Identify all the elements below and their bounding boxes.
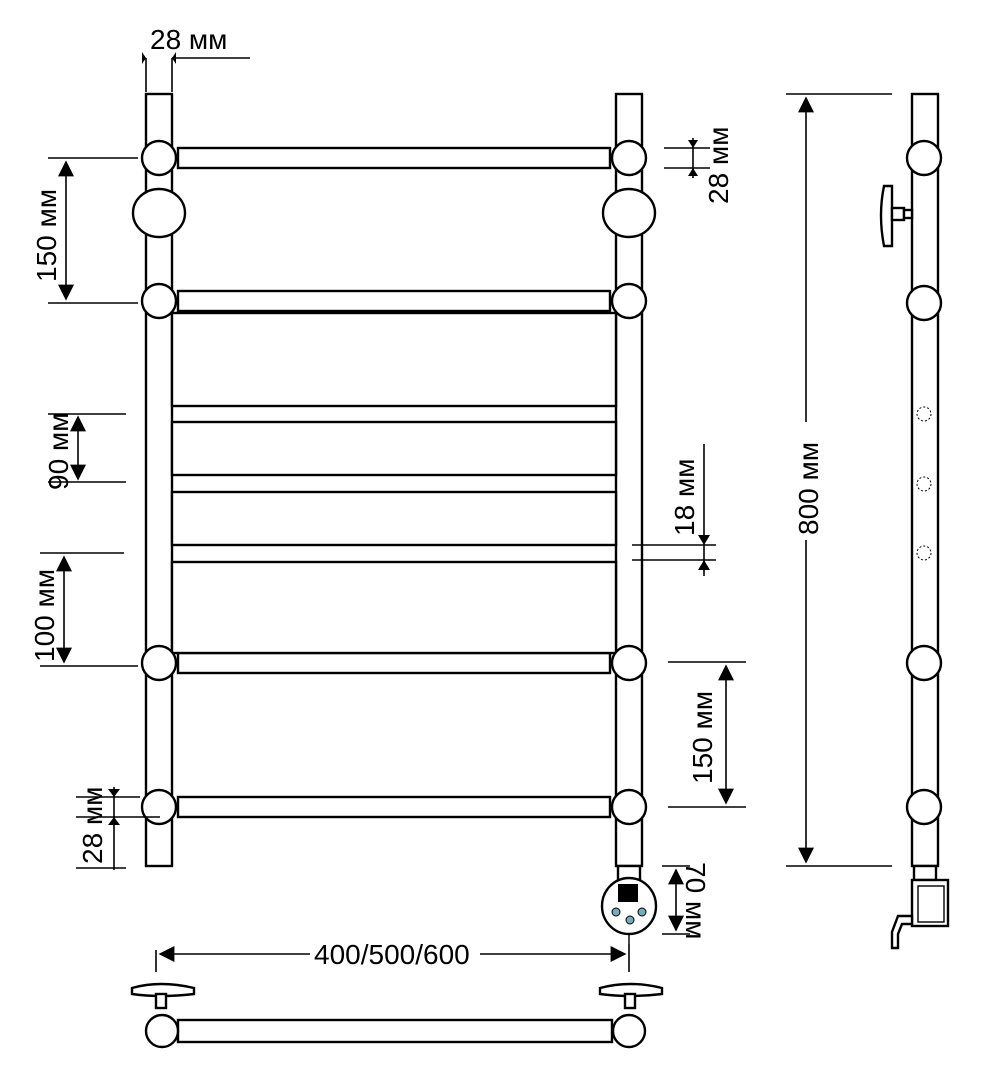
flat-panel-4 xyxy=(170,560,618,655)
heater-element xyxy=(600,864,658,944)
dim-total-height: 800 мм xyxy=(793,442,824,535)
dimension-lines: 28 мм 28 мм 150 мм 90 мм 18 мм 100 мм 15 xyxy=(29,24,892,972)
dim-lower-pitch-right: 150 мм xyxy=(687,691,718,784)
flat-panel-2 xyxy=(170,420,618,477)
flat-panel-3 xyxy=(170,490,618,547)
dim-bar-diameter-bottom-left: 28 мм xyxy=(77,787,108,864)
right-wall-mount xyxy=(601,187,657,239)
dim-shelf-pitch-left: 90 мм xyxy=(43,413,74,490)
dim-tube-diameter-top: 28 мм xyxy=(150,24,227,55)
top-view xyxy=(130,982,664,1049)
front-view xyxy=(131,92,658,944)
round-bar-1 xyxy=(176,146,612,170)
round-bar-4 xyxy=(176,795,612,819)
left-wall-mount xyxy=(131,187,187,239)
dim-upper-pitch-left: 150 мм xyxy=(31,189,62,282)
dim-shelf-thickness-right: 18 мм xyxy=(669,459,700,536)
side-view xyxy=(879,92,950,950)
round-bar-3 xyxy=(176,651,612,675)
dim-lower-pitch-left: 100 мм xyxy=(29,569,60,662)
dim-width-options: 400/500/600 xyxy=(314,939,470,970)
dim-heater-height: 70 мм xyxy=(680,862,711,939)
round-bar-2 xyxy=(176,289,612,313)
joints xyxy=(140,139,648,826)
flat-panel-1 xyxy=(170,311,618,408)
dim-bar-diameter-right: 28 мм xyxy=(703,127,734,204)
